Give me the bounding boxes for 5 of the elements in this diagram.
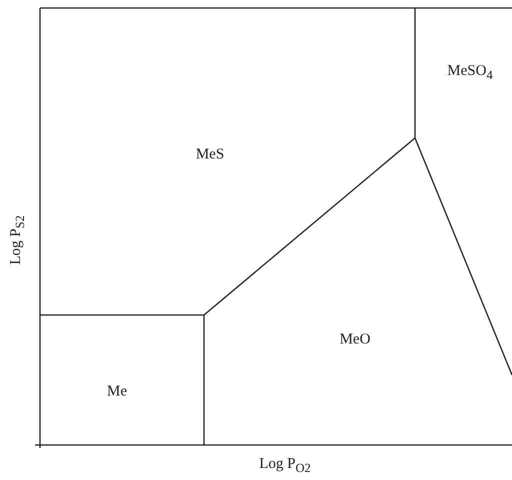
region-label: MeSO$_{4}$	[447, 63, 493, 83]
region-label: MeO	[340, 332, 370, 348]
region-label: Me	[107, 384, 127, 400]
region-label: MeS	[196, 146, 224, 164]
axis-title: Log P$_{O2}$	[259, 456, 311, 476]
